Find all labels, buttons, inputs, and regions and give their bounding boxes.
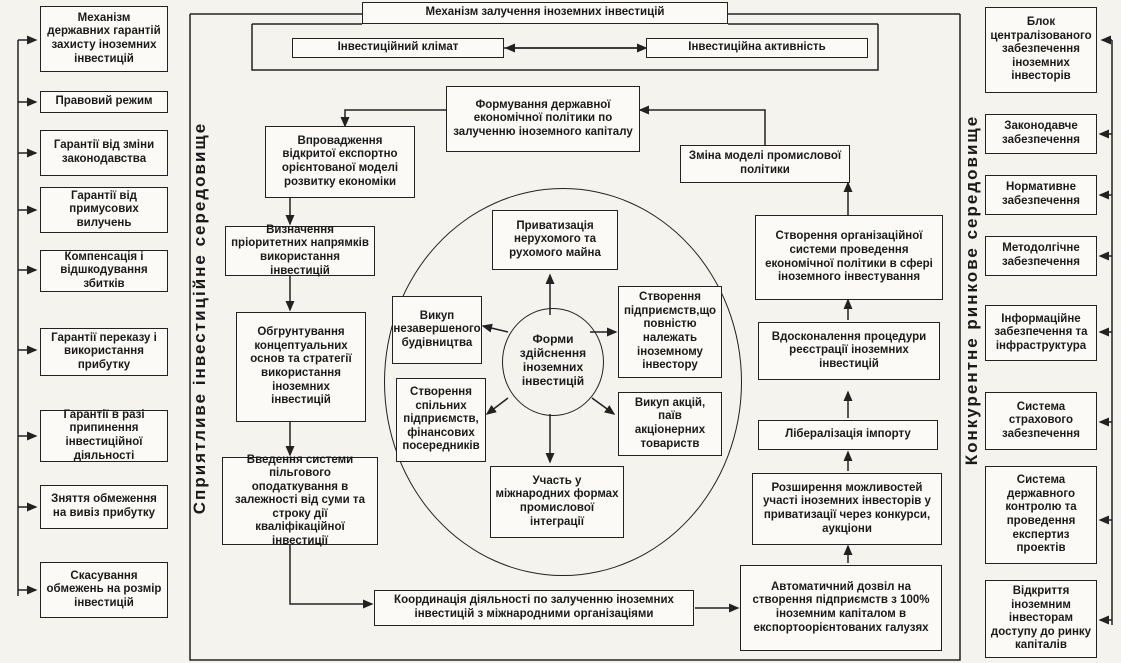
right-item-methodological: Методолгічне забезпечення	[985, 236, 1097, 276]
left-item-guarantees-mechanism: Механізм державних гарантій захисту іноз…	[40, 6, 168, 72]
automatic-permit-box: Автоматичний дозвіл на створення підприє…	[740, 565, 942, 651]
competitive-environment-label: Конкурентне ринкове середовище	[962, 114, 981, 466]
registration-box: Вдосконалення процедури реєстрації інозе…	[758, 322, 940, 380]
left-item-size-limits: Скасування обмежень на розмір інвестицій	[40, 562, 168, 618]
coordination-box: Координація діяльності по залученню іноз…	[374, 590, 694, 626]
favourable-environment-label: Сприятливе інвестиційне середовище	[190, 121, 209, 515]
left-item-legal-regime: Правовий режим	[40, 91, 168, 113]
priority-directions-box: Визначення пріоритетних напрямків викори…	[225, 224, 375, 277]
left-item-compensation: Компенсація і відшкодування збитків	[40, 250, 168, 292]
export-model-box: Впровадження відкритої експортно орієнто…	[265, 126, 415, 198]
mechanism-title: Механізм залучення іноземних інвестицій	[362, 2, 728, 24]
form-integration: Участь у міжнародних формах промислової …	[490, 466, 624, 538]
left-item-profit-transfer: Гарантії переказу і використання прибутк…	[40, 328, 168, 376]
left-item-termination-guarantees: Гарантії в разі припинення інвестиційної…	[40, 409, 168, 462]
economic-policy-box: Формування державної економічної політик…	[446, 86, 640, 152]
right-item-state-control: Система державного контролю та проведенн…	[985, 466, 1097, 564]
right-item-legislative: Законодавче забезпечення	[985, 114, 1097, 154]
industrial-policy-box: Зміна моделі промислової політики	[680, 145, 850, 183]
right-item-insurance: Система страхового забезпечення	[985, 392, 1097, 450]
left-item-expropriation-guarantees: Гарантії від примусових вилучень	[40, 187, 168, 233]
left-item-legislation-guarantees: Гарантії від зміни законодавства	[40, 130, 168, 176]
right-item-normative: Нормативне забезпечення	[985, 175, 1097, 215]
form-privatization: Приватизація нерухомого та рухомого майн…	[492, 210, 618, 270]
investment-climate: Інвестиційний клімат	[292, 38, 504, 58]
forms-core-label: Форми здійснення іноземних інвестицій	[519, 331, 587, 389]
forms-core-circle	[502, 308, 604, 416]
tax-incentives-box: Введення системи пільгового оподаткуванн…	[222, 454, 378, 547]
privatization-access-box: Розширення можливостей участі іноземних …	[752, 473, 942, 545]
outer-frame	[189, 14, 961, 661]
right-item-capital-market: Відкриття іноземним інвесторам доступу д…	[985, 580, 1097, 658]
form-shares-purchase: Викуп акцій, паїв акціонерних товариств	[618, 392, 722, 456]
right-item-information: Інформаційне забезпечення та інфраструкт…	[985, 305, 1097, 361]
strategy-box: Обгрунтування концептуальних основ та ст…	[236, 312, 366, 422]
top-frame	[251, 24, 879, 71]
form-unfinished-construction: Викуп незавершеного будівництва	[392, 296, 482, 364]
right-item-central-block: Блок централізованого забезпечення інозе…	[985, 7, 1097, 93]
import-liberalization-box: Лібералізація імпорту	[758, 420, 938, 450]
left-item-profit-export: Зняття обмеження на вивіз прибутку	[40, 485, 168, 529]
form-joint-ventures: Створення спільних підприємств, фінансов…	[396, 378, 486, 462]
investment-activity: Інвестиційна активність	[646, 38, 868, 58]
form-wholly-owned: Створення підприємств,що повністю належа…	[618, 286, 722, 378]
organizational-system-box: Створення організаційної системи проведе…	[755, 215, 943, 300]
forms-circle	[384, 188, 742, 576]
